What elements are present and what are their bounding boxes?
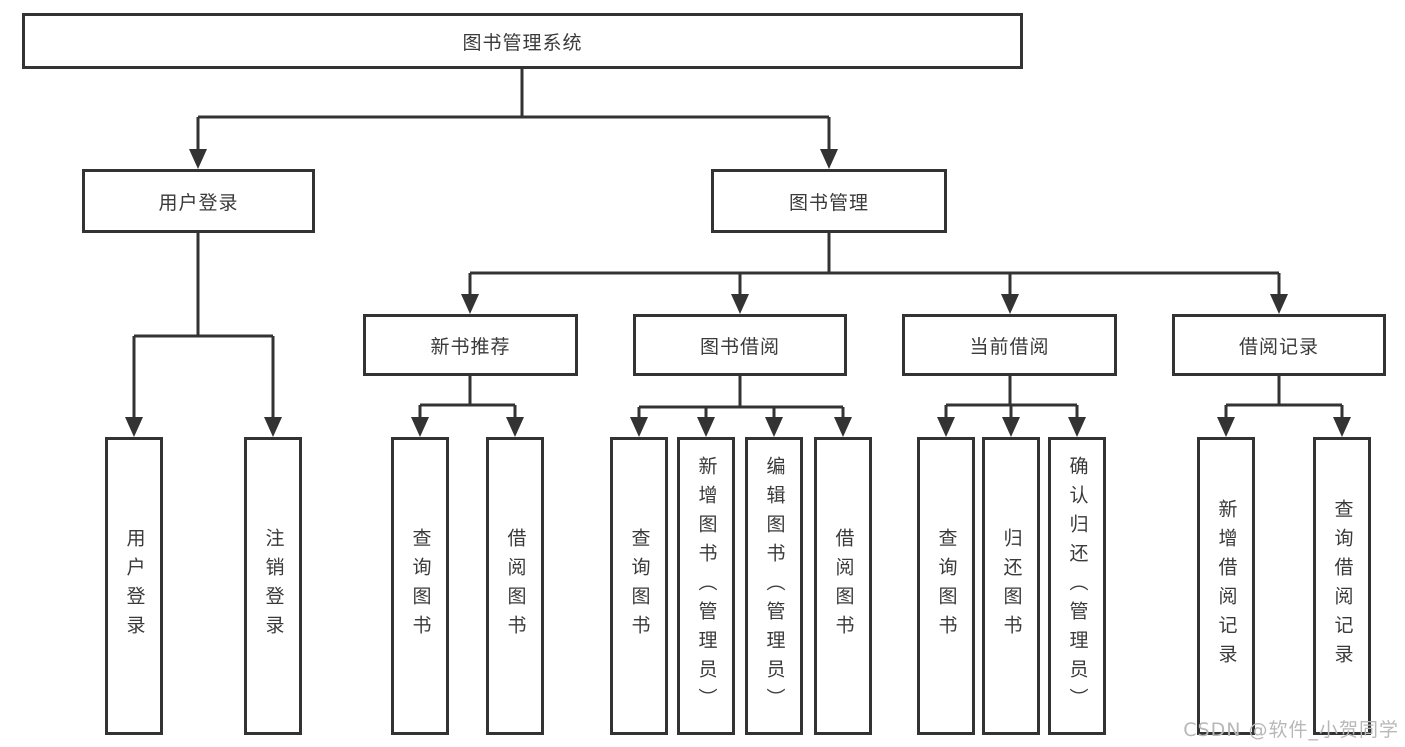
node-book-management-label: 图书管理 <box>788 191 869 214</box>
connector-current-to-leaves <box>937 376 1086 437</box>
connector-books-to-level3 <box>461 233 1288 314</box>
node-borrow-records-label: 借阅记录 <box>1238 335 1319 358</box>
leaf-borrow-query-books-label: 查询图书 <box>628 528 651 644</box>
leaf-user-login-label: 用户登录 <box>123 528 146 644</box>
leaf-recommend-query-books: 查询图书 <box>391 437 449 735</box>
connector-login-to-leaves <box>125 233 282 437</box>
leaf-records-query-record: 查询借阅记录 <box>1313 437 1371 735</box>
node-book-management: 图书管理 <box>711 169 947 233</box>
node-book-borrow-label: 图书借阅 <box>699 335 780 358</box>
leaf-recommend-borrow-books: 借阅图书 <box>486 437 544 735</box>
leaf-logout: 注销登录 <box>244 437 302 735</box>
leaf-borrow-edit-books-admin-label: 编辑图书（管理员） <box>763 455 786 717</box>
leaf-current-return-books-label: 归还图书 <box>1000 528 1023 644</box>
connector-recommend-to-leaves <box>411 376 524 437</box>
node-new-book-recommend: 新书推荐 <box>363 314 578 376</box>
leaf-current-query-books: 查询图书 <box>917 437 975 735</box>
leaf-borrow-edit-books-admin: 编辑图书（管理员） <box>745 437 803 735</box>
leaf-user-login: 用户登录 <box>105 437 163 735</box>
leaf-borrow-borrow-books-label: 借阅图书 <box>832 528 855 644</box>
connector-borrow-to-leaves <box>630 376 852 437</box>
leaf-current-confirm-return-admin-label: 确认归还（管理员） <box>1066 455 1089 717</box>
csdn-watermark: CSDN @软件_小贺同学 <box>1183 719 1399 741</box>
leaf-current-return-books: 归还图书 <box>982 437 1040 735</box>
leaf-recommend-borrow-books-label: 借阅图书 <box>504 528 527 644</box>
node-current-borrow: 当前借阅 <box>902 314 1117 376</box>
node-borrow-records: 借阅记录 <box>1172 314 1386 376</box>
leaf-borrow-query-books: 查询图书 <box>610 437 668 735</box>
leaf-logout-label: 注销登录 <box>262 528 285 644</box>
connector-root-to-level2 <box>189 69 838 169</box>
node-book-borrow: 图书借阅 <box>633 314 847 376</box>
leaf-borrow-add-books-admin-label: 新增图书（管理员） <box>695 455 718 717</box>
node-new-book-recommend-label: 新书推荐 <box>430 335 511 358</box>
leaf-borrow-borrow-books: 借阅图书 <box>814 437 872 735</box>
leaf-recommend-query-books-label: 查询图书 <box>409 528 432 644</box>
node-user-login: 用户登录 <box>82 169 315 233</box>
node-user-login-label: 用户登录 <box>158 191 239 214</box>
leaf-borrow-add-books-admin: 新增图书（管理员） <box>677 437 735 735</box>
leaf-records-query-record-label: 查询借阅记录 <box>1331 499 1354 673</box>
node-root-label: 图书管理系统 <box>462 31 583 54</box>
node-root-system: 图书管理系统 <box>22 13 1023 69</box>
leaf-records-add-record-label: 新增借阅记录 <box>1215 499 1238 673</box>
leaf-current-confirm-return-admin: 确认归还（管理员） <box>1048 437 1106 735</box>
node-current-borrow-label: 当前借阅 <box>969 335 1050 358</box>
leaf-current-query-books-label: 查询图书 <box>935 528 958 644</box>
leaf-records-add-record: 新增借阅记录 <box>1197 437 1255 735</box>
connector-records-to-leaves <box>1217 376 1351 437</box>
